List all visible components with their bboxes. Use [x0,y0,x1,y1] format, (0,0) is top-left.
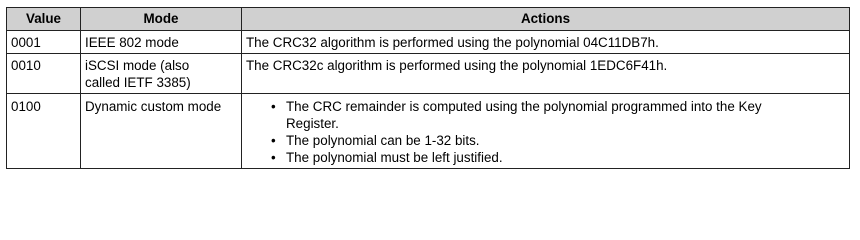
crc-mode-table: Value Mode Actions 0001 IEEE 802 mode Th… [6,7,850,169]
table-row: 0100 Dynamic custom mode • The CRC remai… [6,93,850,169]
mode-line: called IETF 3385) [85,75,191,90]
bullet-line: The CRC remainder is computed using the … [286,99,762,114]
header-value: Value [6,7,81,31]
bullet-item: • The CRC remainder is computed using th… [271,98,845,132]
mode-cell: IEEE 802 mode [80,30,242,54]
bullet-item: • The polynomial must be left justified. [271,149,845,166]
action-cell: • The CRC remainder is computed using th… [241,93,850,169]
table-header-row: Value Mode Actions [6,7,850,31]
mode-cell: iSCSI mode (also called IETF 3385) [80,53,242,94]
value-cell: 0010 [6,53,81,94]
table-row: 0010 iSCSI mode (also called IETF 3385) … [6,53,850,94]
header-actions: Actions [241,7,850,31]
bullet-line: The polynomial can be 1-32 bits. [286,133,480,148]
mode-cell: Dynamic custom mode [80,93,242,169]
action-bullet-list: • The CRC remainder is computed using th… [246,98,845,166]
bullet-icon: • [271,133,276,148]
action-cell: The CRC32 algorithm is performed using t… [241,30,850,54]
bullet-icon: • [271,150,276,165]
action-cell: The CRC32c algorithm is performed using … [241,53,850,94]
bullet-icon: • [271,99,276,114]
mode-line: iSCSI mode (also [85,58,190,73]
bullet-line: Register. [286,116,339,131]
value-cell: 0100 [6,93,81,169]
header-mode: Mode [80,7,242,31]
bullet-line: The polynomial must be left justified. [286,150,503,165]
table-row: 0001 IEEE 802 mode The CRC32 algorithm i… [6,30,850,54]
value-cell: 0001 [6,30,81,54]
bullet-item: • The polynomial can be 1-32 bits. [271,132,845,149]
